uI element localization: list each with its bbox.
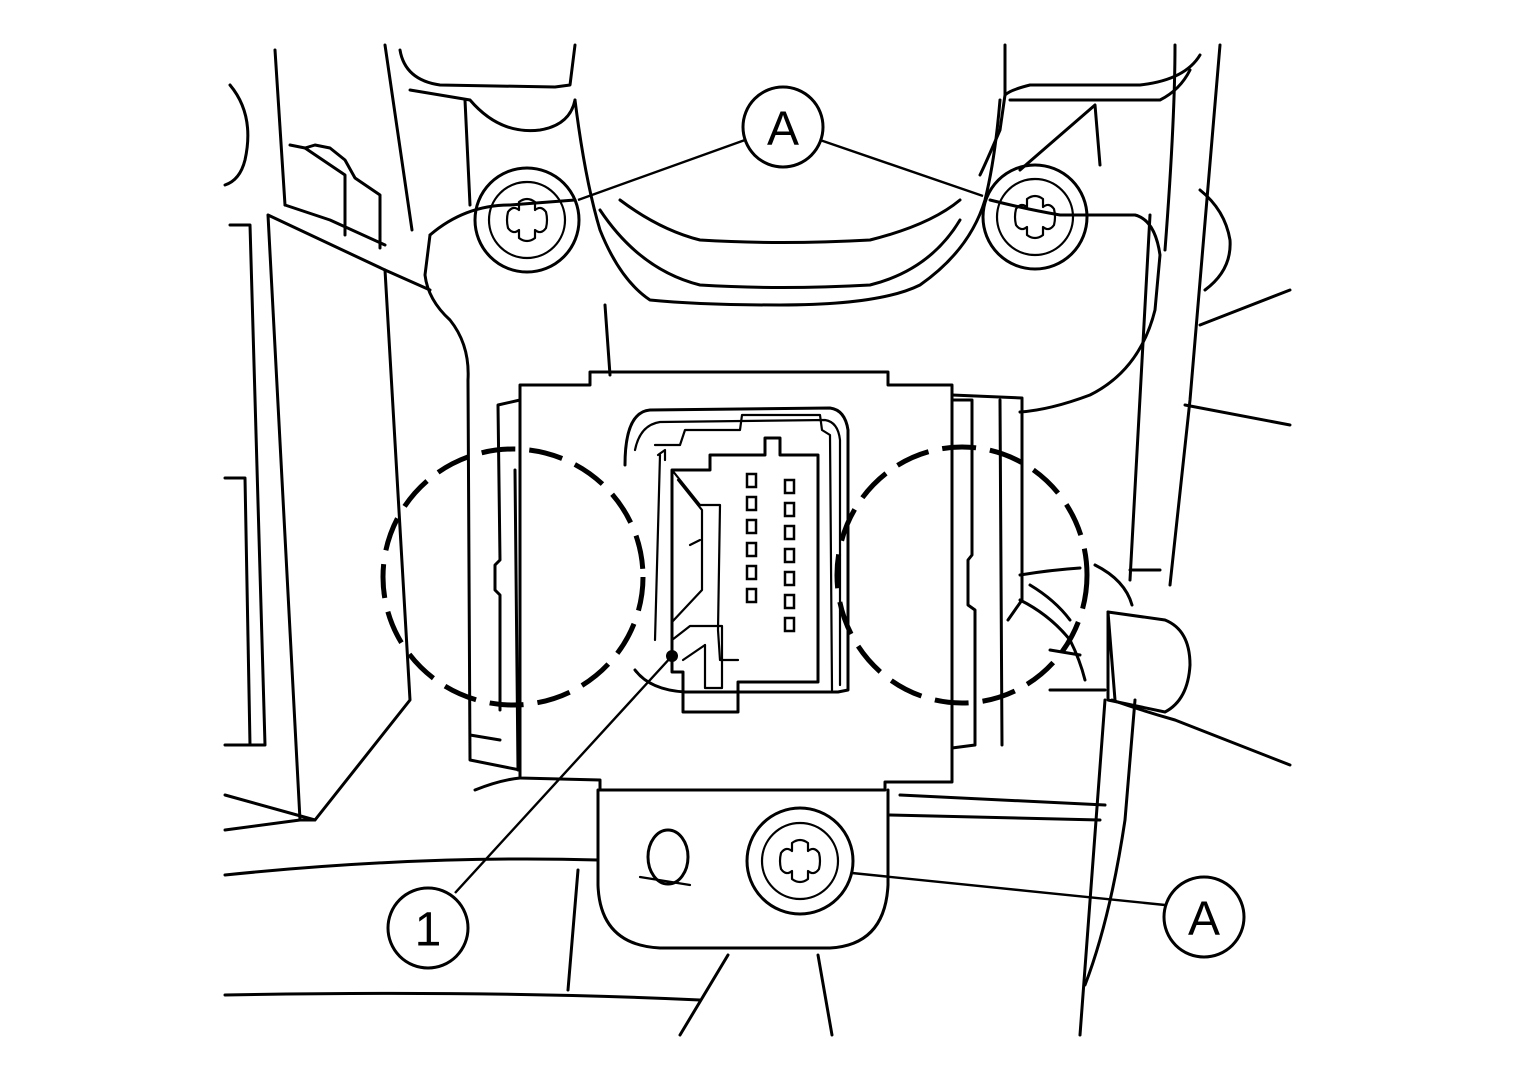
leader-dot xyxy=(666,650,678,662)
callout-a-top: A xyxy=(741,85,825,169)
connector-pins xyxy=(745,472,796,633)
switch-module-body xyxy=(468,370,1024,792)
callout-a-bottom: A xyxy=(1162,875,1246,959)
callout-part-1: 1 xyxy=(386,886,470,970)
leader-lines xyxy=(454,138,1166,907)
pawl-circle-right xyxy=(834,444,1090,706)
lower-mounting-tab xyxy=(596,788,890,1037)
callout-a-top-label: A xyxy=(767,103,799,156)
lower-panel xyxy=(223,857,702,1002)
upper-bracket xyxy=(383,43,1292,772)
callout-part-1-label: 1 xyxy=(415,904,442,957)
harness-connector xyxy=(670,436,820,714)
left-trim-panel xyxy=(223,48,432,832)
right-harness xyxy=(473,563,1292,1037)
pawl-circle-left xyxy=(380,446,646,708)
screw-top-left xyxy=(473,166,581,274)
screw-top-right xyxy=(981,163,1089,271)
screw-bottom xyxy=(745,806,855,916)
callout-a-bottom-label: A xyxy=(1188,893,1220,946)
